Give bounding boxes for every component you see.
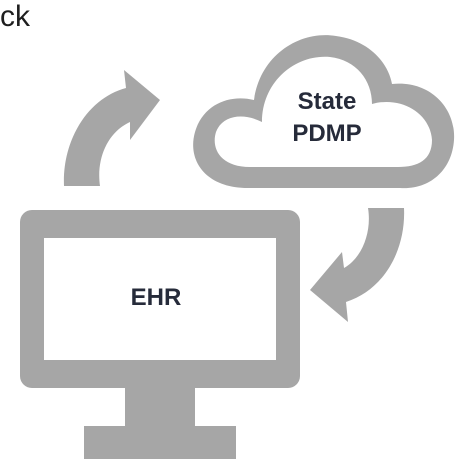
cropped-heading-text: ck xyxy=(0,0,30,33)
cloud-label-line2: PDMP xyxy=(292,120,362,147)
cloud-inner xyxy=(214,56,432,167)
monitor-neck xyxy=(125,386,195,430)
monitor-base xyxy=(84,426,236,459)
upload-arrow-icon xyxy=(63,70,160,186)
download-arrow-icon xyxy=(310,208,405,322)
monitor-icon xyxy=(20,210,300,459)
cloud-icon xyxy=(193,35,455,189)
download-arrow-body xyxy=(310,208,405,322)
cloud-label-line1: State xyxy=(297,88,357,115)
monitor-screen xyxy=(44,238,276,360)
monitor-label: EHR xyxy=(130,284,182,311)
upload-arrow-body xyxy=(63,70,160,186)
